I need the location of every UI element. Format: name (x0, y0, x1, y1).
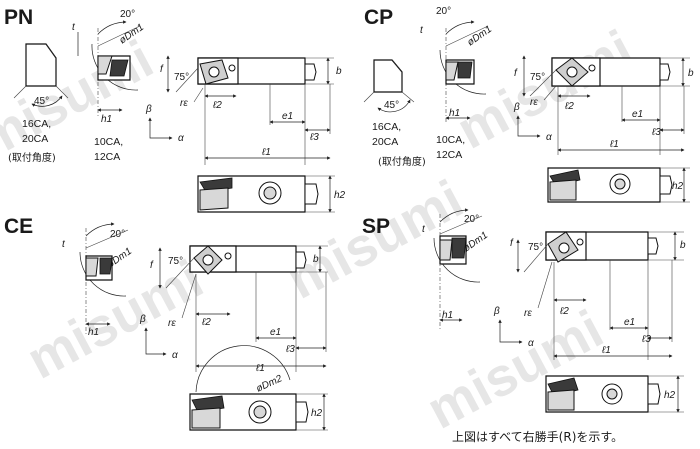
pn-size-a1: 16CA, (22, 118, 51, 130)
cp-title: CP (364, 6, 393, 29)
pn-size-b2: 12CA (94, 151, 120, 163)
ce-title: CE (4, 215, 33, 238)
watermark-text: misumi (0, 29, 163, 171)
cp-side-view: 20° t øDm1 h1 10CA, 12CA (420, 6, 494, 161)
sp-angle-75: 75° (528, 242, 543, 253)
ce-angle-75: 75° (168, 256, 183, 267)
sp-top-view: f 75° b rε ℓ2 e1 ℓ3 (493, 231, 686, 360)
cp-mount-angle: (取付角度) (378, 155, 426, 168)
cp-beta: β (513, 102, 520, 113)
cp-end-view: h2 (547, 167, 690, 203)
cp-f: f (514, 68, 518, 79)
sp-t-label: t (422, 224, 426, 235)
ce-beta: β (139, 314, 146, 325)
sp-beta: β (493, 306, 500, 317)
pn-l2: ℓ2 (212, 100, 222, 111)
pn-title: PN (4, 6, 33, 29)
ce-e1: e1 (270, 327, 281, 338)
sp-l1: ℓ1 (601, 345, 611, 356)
sp-title: SP (362, 215, 390, 238)
cp-alpha: α (546, 132, 552, 143)
ce-h1: h1 (88, 327, 99, 338)
panel-ce: CE 20° t øDm1 h1 f 75° (4, 215, 328, 431)
sp-l2: ℓ2 (559, 306, 569, 317)
cp-l2: ℓ2 (564, 101, 574, 112)
cp-e1: e1 (632, 109, 643, 120)
pn-r-eps: rε (180, 98, 188, 109)
pn-e1: e1 (282, 111, 293, 122)
cp-h2: h2 (672, 181, 684, 192)
pn-mount-angle: (取付角度) (8, 151, 56, 164)
ce-h2: h2 (311, 408, 323, 419)
pn-size-a2: 20CA (22, 133, 48, 145)
sp-h2: h2 (664, 390, 676, 401)
pn-side-view: 20° t øDm1 h1 10CA, 12CA (72, 9, 146, 163)
pn-insert-angle: 45° (34, 96, 49, 107)
sp-angle-top: 20° (464, 214, 479, 225)
ce-f: f (150, 260, 154, 271)
cp-h1: h1 (449, 108, 460, 119)
sp-b: b (680, 240, 686, 251)
cp-angle-75: 75° (530, 72, 545, 83)
ce-l2: ℓ2 (201, 317, 211, 328)
cp-l3: ℓ3 (651, 127, 661, 138)
panel-sp: SP 20° t øDm1 h1 f 75° (362, 208, 686, 413)
pn-t-label: t (72, 22, 76, 33)
ce-phi-dm2: øDm2 (255, 373, 285, 395)
sp-end-view: h2 (545, 375, 684, 413)
cp-size-b1: 10CA, (436, 134, 465, 146)
ce-r-eps: rε (168, 318, 176, 329)
cp-size-a1: 16CA, (372, 121, 401, 133)
sp-r-eps: rε (524, 308, 532, 319)
cp-t-label: t (420, 25, 424, 36)
pn-f: f (160, 64, 164, 75)
pn-beta: β (145, 104, 152, 115)
pn-size-b1: 10CA, (94, 136, 123, 148)
pn-h2: h2 (334, 190, 346, 201)
ce-top-view: f 75° b rε ℓ2 e1 ℓ3 (139, 245, 328, 374)
ce-l3: ℓ3 (285, 344, 295, 355)
ce-t-label: t (62, 239, 66, 250)
pn-top-view: f 75° b rε ℓ2 e1 ℓ3 (145, 55, 342, 165)
pn-insert-view: 45° 16CA, 20CA (取付角度) (8, 43, 69, 164)
ce-alpha: α (172, 350, 178, 361)
sp-f: f (510, 238, 514, 249)
pn-l1: ℓ1 (261, 147, 271, 158)
sp-h1: h1 (442, 310, 453, 321)
cp-phi-dm1: øDm1 (465, 24, 494, 49)
pn-angle-top: 20° (120, 9, 135, 20)
pn-h1: h1 (101, 114, 112, 125)
pn-angle-75: 75° (174, 72, 189, 83)
pn-l3: ℓ3 (309, 132, 319, 143)
cp-top-view: f 75° b rε ℓ2 e1 ℓ3 (513, 55, 694, 155)
pn-b: b (336, 66, 342, 77)
cp-insert-angle: 45° (384, 100, 399, 111)
cp-r-eps: rε (530, 97, 538, 108)
cp-size-b2: 12CA (436, 149, 462, 161)
panel-cp: CP 45° 16CA, 20CA (取付角度) 20° t øDm1 h1 (363, 6, 694, 203)
cp-size-a2: 20CA (372, 136, 398, 148)
ce-end-view: øDm2 h2 (189, 345, 328, 431)
sp-alpha: α (528, 338, 534, 349)
cp-angle-top: 20° (436, 6, 451, 17)
cp-b: b (688, 68, 694, 79)
cp-insert-view: 45° 16CA, 20CA (取付角度) (363, 59, 426, 168)
sp-e1: e1 (624, 317, 635, 328)
cp-l1: ℓ1 (609, 139, 619, 150)
pn-end-view: h2 (197, 175, 346, 213)
ce-l1: ℓ1 (255, 363, 265, 374)
ce-b: b (313, 254, 319, 265)
pn-alpha: α (178, 133, 184, 144)
sp-side-view: 20° t øDm1 h1 (422, 208, 490, 330)
watermark-text: misumi (17, 249, 212, 391)
footer-note: 上図はすべて右勝手(R)を示す。 (452, 429, 623, 444)
sp-l3: ℓ3 (641, 334, 651, 345)
panel-pn: PN 45° 16CA, 20CA (取付角度) 20° t øDm1 (4, 6, 346, 213)
